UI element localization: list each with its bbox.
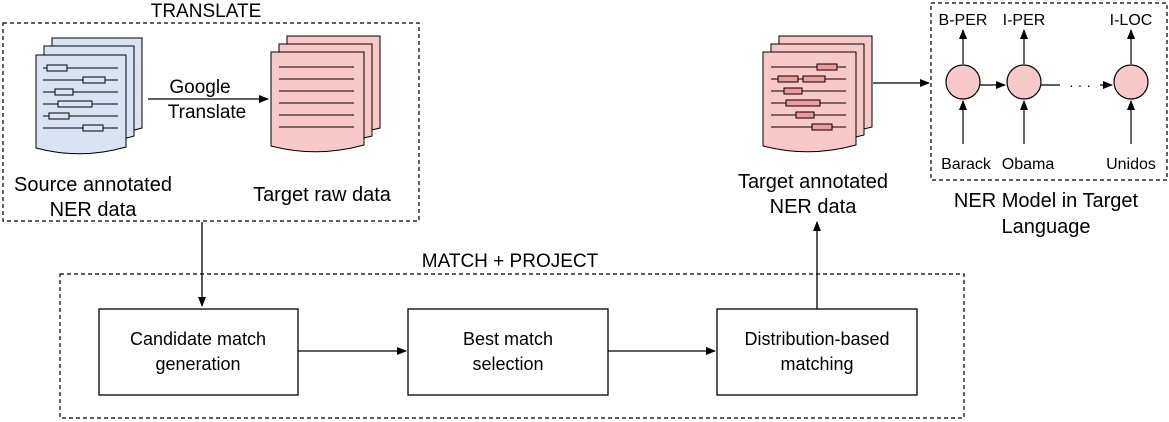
annotated-label-line1: Target annotated: [738, 171, 888, 193]
distribution-matching-line1: Distribution-based: [744, 329, 889, 349]
rnn-node-1: [945, 64, 981, 100]
annotated-label-line2: NER data: [770, 196, 858, 218]
translate-label: Translate: [168, 102, 247, 123]
source-label-line2: NER data: [50, 199, 138, 221]
ner-model-title-line1: NER Model in Target: [954, 190, 1139, 212]
distribution-matching-line2: matching: [780, 354, 853, 374]
word-unidos: Unidos: [1106, 156, 1156, 173]
word-barack: Barack: [941, 156, 992, 173]
translate-frame: [2, 22, 420, 222]
google-label: Google: [169, 77, 230, 98]
match-project-title: MATCH + PROJECT: [422, 251, 599, 272]
distribution-matching-box: [716, 308, 918, 396]
ner-model-frame: [930, 2, 1168, 181]
translate-title: TRANSLATE: [151, 1, 262, 22]
ellipsis: · · ·: [1069, 77, 1091, 93]
best-match-line2: selection: [472, 354, 543, 374]
source-document-stack-icon: [35, 37, 143, 155]
target-annotated-document-stack-icon: [762, 35, 873, 153]
target-raw-document-stack-icon: [270, 35, 381, 153]
rnn-node-3: [1113, 64, 1149, 100]
match-project-frame: [59, 273, 965, 419]
rnn-node-2: [1006, 64, 1042, 100]
candidate-match-line1: Candidate match: [130, 329, 266, 349]
target-raw-label: Target raw data: [253, 184, 392, 206]
best-match-line1: Best match: [463, 329, 553, 349]
tag-i-per: I-PER: [1003, 12, 1046, 29]
tag-b-per: B-PER: [939, 12, 988, 29]
tag-i-loc: I-LOC: [1110, 12, 1153, 29]
source-label-line1: Source annotated: [14, 174, 172, 196]
candidate-match-line2: generation: [155, 354, 240, 374]
ner-model-title-line2: Language: [1002, 216, 1091, 238]
candidate-match-box: [98, 308, 299, 396]
word-obama: Obama: [1002, 156, 1055, 173]
best-match-box: [407, 308, 609, 396]
